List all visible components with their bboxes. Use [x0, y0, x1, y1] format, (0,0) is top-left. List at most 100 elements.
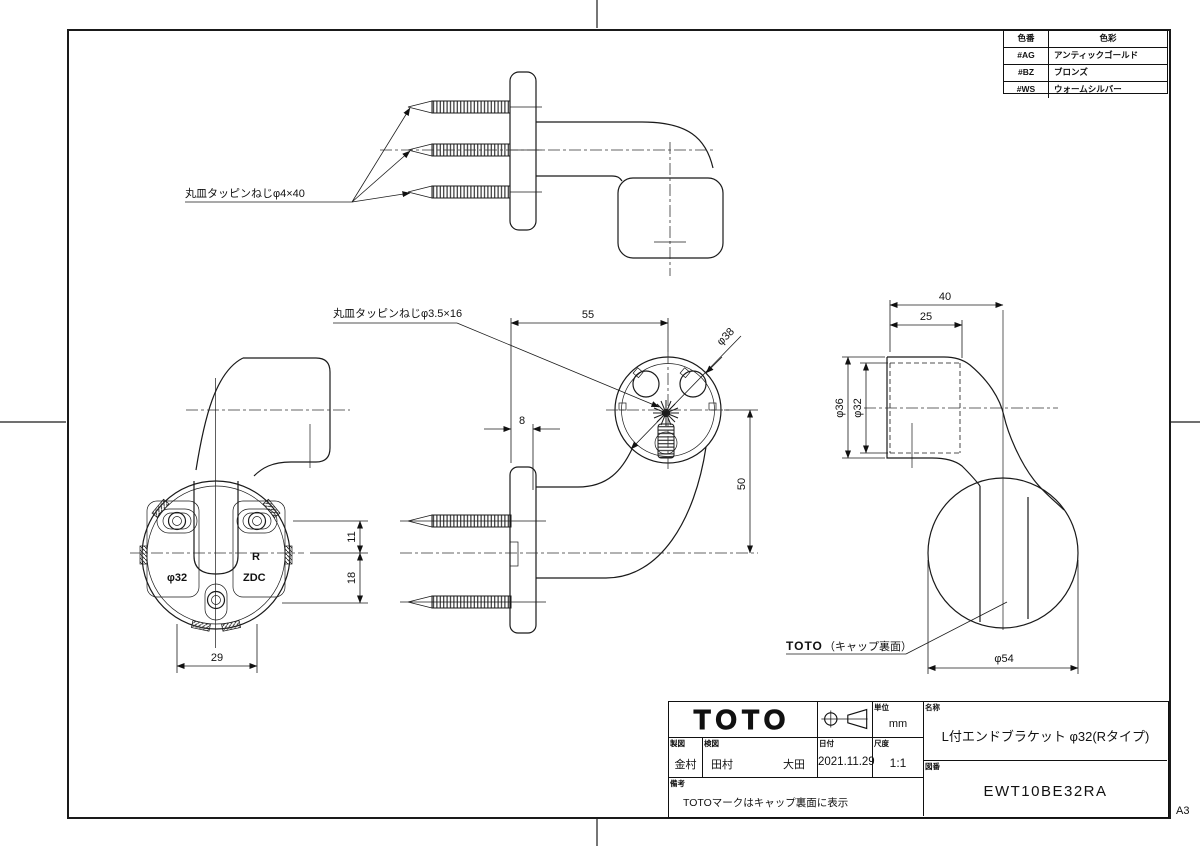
arm-top-edge [536, 121, 714, 169]
screw-top-1 [407, 100, 542, 114]
screw-top-callout: 丸皿タッピンねじφ4×40 [185, 107, 411, 203]
toto-logo-text: TOTO [694, 704, 791, 735]
flange-rim-tabs [139, 498, 293, 632]
remarks-value: TOTOマークはキャップ裏面に表示 [683, 797, 849, 809]
projection-symbol-cell [818, 702, 873, 738]
date-value: 2021.11.29 [818, 756, 875, 768]
remarks-label: 備考 [670, 779, 685, 788]
screw-front-2 [400, 595, 546, 609]
checker-name-2: 大田 [783, 759, 805, 771]
dim-hole-lower: 18 [346, 572, 358, 584]
screw-front-callout: 丸皿タッピンねじφ3.5×16 [333, 307, 660, 408]
mounting-plate-front-view [509, 466, 537, 634]
checker-name-1: 田村 [711, 759, 733, 771]
remarks-cell: 備考 TOTOマークはキャップ裏面に表示 [669, 778, 924, 816]
screw-boss-right [236, 508, 278, 534]
dim-phi32: φ32 [852, 362, 888, 454]
cap-brand-label: TOTO [786, 639, 823, 653]
color-code-header: 色番 [1004, 31, 1049, 47]
screw-tip [407, 100, 433, 114]
date-cell: 日付 2021.11.29 [818, 738, 875, 778]
cap-rim-tab [618, 402, 627, 411]
logo-cell: TOTO [669, 702, 818, 738]
dim-rail-outer: φ36 [834, 398, 846, 417]
center-channel [193, 481, 239, 575]
side-view: 40 25 φ36 φ32 φ54 [786, 291, 1079, 674]
dim-side-depth: 40 [939, 291, 951, 303]
dim-socket-depth: 25 [920, 311, 932, 323]
checker-label: 検図 [704, 739, 719, 748]
material-label: ZDC [243, 572, 266, 584]
dim-rail-inner: φ32 [852, 398, 864, 417]
dim-drop-height: 50 [736, 478, 748, 490]
drafter-label: 製図 [670, 739, 685, 748]
projection-symbol-icon [821, 708, 868, 730]
plate-tab [509, 541, 519, 567]
side-cylinder-edge [886, 357, 981, 487]
dim-11-18: 11 18 [282, 520, 368, 604]
arm-bottom-edge [536, 175, 623, 182]
flange-inner-circle [146, 485, 286, 625]
name-cell: 名称 L付エンドブラケット φ32(Rタイプ) [924, 702, 1167, 761]
dim-50: 50 [724, 409, 758, 554]
screw-thread [431, 185, 511, 199]
color-name: ウォームシルバー [1054, 84, 1122, 94]
dim-phi54: φ54 [927, 560, 1079, 674]
scale-cell: 尺度 1:1 [873, 738, 924, 778]
color-code: #AG [1004, 48, 1049, 64]
checker-cell: 検図 田村 大田 [703, 738, 818, 778]
number-label: 図番 [925, 762, 940, 771]
silhouette-left-curve [195, 357, 244, 471]
color-code: #BZ [1004, 65, 1049, 81]
dim-hole-upper: 11 [346, 531, 358, 542]
color-table-row: #AG アンティックゴールド [1004, 48, 1167, 65]
recess-panel-right [232, 500, 286, 598]
dim-plate-thickness: 8 [519, 415, 525, 427]
drafter-name: 金村 [674, 759, 697, 771]
date-label: 日付 [819, 739, 834, 748]
dim-55: 55 [510, 309, 669, 463]
drafter-cell: 製図 金村 [669, 738, 703, 778]
toto-cap-callout: TOTO （キャップ裏面） [786, 601, 1008, 655]
recess-panel-left [146, 500, 200, 598]
screw-top-label: 丸皿タッピンねじφ4×40 [185, 187, 305, 200]
color-name-header: 色彩 [1099, 33, 1117, 43]
dim-40: 40 [889, 291, 1004, 352]
color-name: ブロンズ [1054, 67, 1088, 77]
center-screw [653, 400, 679, 459]
color-table: 色番 色彩 #AG アンティックゴールド #BZ ブロンズ #WS ウォームシル… [1003, 30, 1168, 98]
rear-dia-label: φ32 [167, 572, 187, 584]
name-value: L付エンドブラケット φ32(Rタイプ) [941, 729, 1150, 744]
page-border [67, 29, 1171, 819]
screw-front-label: 丸皿タッピンねじφ3.5×16 [333, 307, 462, 320]
color-table-row: #WS ウォームシルバー [1004, 82, 1167, 98]
dim-arm-length: 55 [582, 309, 594, 321]
cap-rim-tab [708, 402, 717, 411]
number-cell: 図番 EWT10BE32RA [924, 761, 1167, 816]
screw-front-1 [400, 514, 546, 528]
dim-hole-span: 29 [211, 652, 223, 664]
dim-phi38: φ38 [630, 326, 742, 450]
arm-upper-edge [536, 448, 633, 488]
dim-phi36: φ36 [834, 356, 885, 459]
unit-cell: 単位 mm [873, 702, 924, 738]
dim-flange-dia: φ54 [994, 653, 1013, 665]
scale-value: 1:1 [889, 756, 907, 770]
number-value: EWT10BE32RA [983, 783, 1108, 800]
scale-label: 尺度 [874, 739, 889, 748]
name-label: 名称 [925, 703, 940, 712]
rail-cylinder-top-view [617, 177, 724, 259]
cap-hole-left [632, 370, 660, 398]
color-code: #WS [1004, 82, 1049, 98]
type-mark-label: R [252, 551, 260, 563]
dim-25: 25 [889, 311, 963, 358]
screw-thread [431, 100, 511, 114]
title-block: TOTO 単位 mm 製図 金村 検図 田村 大田 日付 2021.11.29 … [668, 701, 1169, 818]
front-view: 55 8 50 φ38 丸皿タッピンねじφ3.5×16 [333, 307, 758, 634]
screw-tip [407, 185, 433, 199]
toto-logo: TOTO [693, 704, 791, 736]
color-table-header: 色番 色彩 [1004, 31, 1167, 48]
